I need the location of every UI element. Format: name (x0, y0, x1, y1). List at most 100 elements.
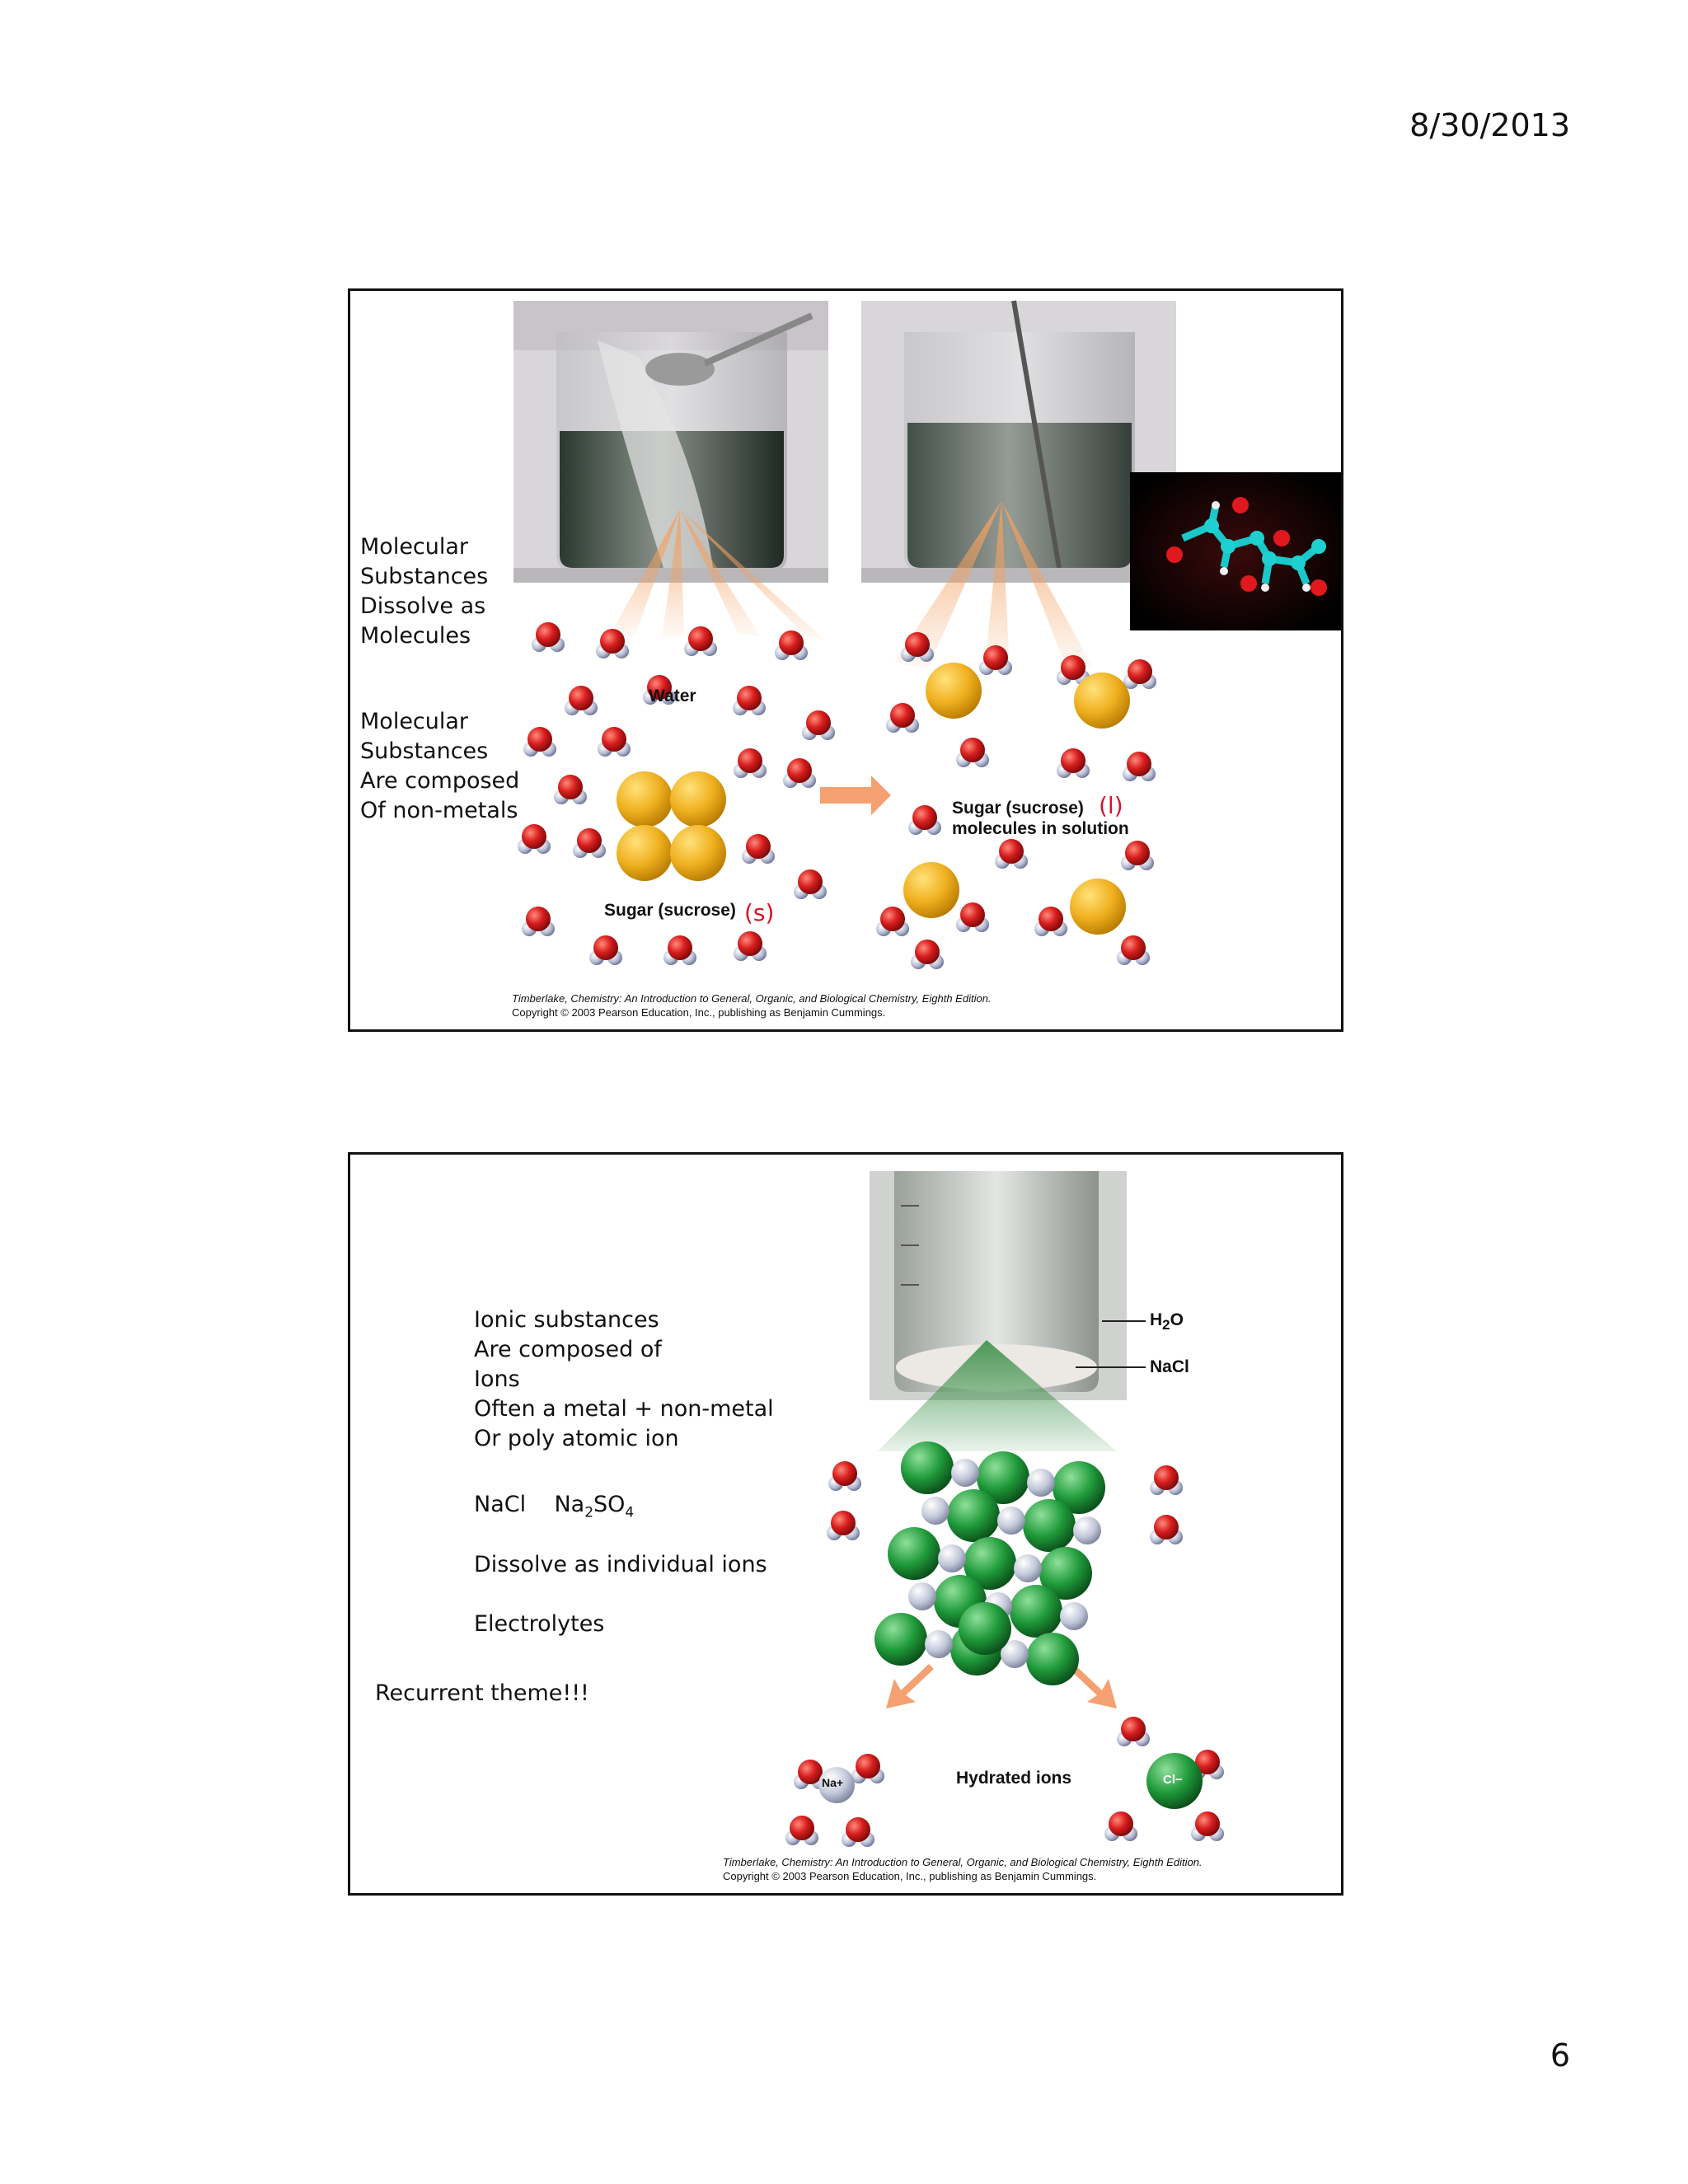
water-molecule (1150, 1515, 1183, 1544)
water-molecule (742, 834, 775, 864)
sodium-ion (908, 1582, 936, 1610)
water-molecule (775, 630, 808, 660)
water-molecule (532, 622, 565, 652)
chloride-ion (1039, 1547, 1092, 1600)
sucrose-ball-and-stick-model (1130, 472, 1341, 630)
slide-ionic-dissolving: Ionic substances Are composed of Ions Of… (348, 1152, 1343, 1896)
sugar-label: Sugar (sucrose) (604, 901, 736, 920)
water-molecules-slide2 (785, 1461, 1224, 1847)
beaker-photo-right (861, 300, 1176, 583)
sugar-molecule (1070, 879, 1126, 935)
water-molecule (1117, 1717, 1150, 1746)
sugar-molecule (903, 862, 959, 918)
water-molecule (886, 703, 919, 733)
chloride-ion (901, 1441, 954, 1494)
water-molecule (1150, 1465, 1183, 1495)
photo-callout-lines (1076, 1320, 1146, 1368)
sugar-molecule (670, 825, 726, 881)
dissociation-arrows (886, 1664, 1117, 1708)
water-molecule (1034, 907, 1067, 936)
water-molecule (518, 824, 551, 854)
sugar-molecule (617, 825, 673, 881)
water-molecule (573, 828, 606, 858)
sugar-molecule (670, 771, 726, 827)
water-molecule (802, 710, 835, 740)
water-molecule (733, 686, 766, 715)
sugar-molecules (617, 663, 1130, 935)
water-molecule (876, 907, 909, 936)
sodium-ion (1073, 1516, 1101, 1544)
water-molecule (523, 727, 556, 757)
water-molecule (1057, 655, 1090, 685)
chloride-ion (964, 1537, 1016, 1590)
page-date: 8/30/2013 (1409, 107, 1570, 143)
molecular-dissolve-text: Molecular Substances Dissolve as Molecul… (360, 534, 489, 649)
hydrated-ions-label: Hydrated ions (956, 1769, 1072, 1788)
recurrent-theme-text: Recurrent theme!!! (375, 1680, 589, 1706)
chloride-ion-label: Cl− (1163, 1773, 1183, 1787)
chloride-ion (947, 1489, 1000, 1542)
sodium-ion (921, 1497, 950, 1525)
water-molecule (1123, 659, 1156, 689)
water-molecule (956, 738, 989, 767)
water-molecule (901, 632, 934, 662)
chloride-ion (959, 1602, 1011, 1655)
water-molecule (734, 931, 767, 961)
chloride-ion (977, 1451, 1029, 1504)
ionic-description-text: Ionic substances Are composed of Ions Of… (474, 1307, 774, 1451)
water-molecule (1057, 748, 1090, 778)
water-molecules-slide1 (518, 622, 1156, 969)
sodium-ion (925, 1630, 953, 1658)
water-molecule (1121, 841, 1154, 870)
beaker-photo-left (513, 301, 828, 583)
water-molecule (785, 1816, 818, 1845)
molecular-composition-text: Molecular Substances Are composed Of non… (360, 709, 520, 823)
handwritten-solid-annotation: (s) (744, 899, 775, 926)
formula-sodium-sulfate: Na2SO4 (554, 1492, 635, 1521)
sodium-ion (1014, 1554, 1042, 1582)
nacl-crystal-lattice (874, 1441, 1105, 1685)
water-molecule (663, 935, 696, 965)
slide-molecular-dissolving: Molecular Substances Dissolve as Molecul… (348, 288, 1343, 1032)
sugar-molecule (1074, 673, 1130, 729)
sodium-ion (997, 1507, 1025, 1535)
formula-nacl: NaCl (474, 1492, 527, 1517)
figure-credit: Timberlake, Chemistry: An Introduction t… (723, 1856, 1203, 1882)
hydrated-chloride-ion (1146, 1753, 1203, 1809)
magnification-cones (612, 501, 1092, 670)
water-molecule (828, 1461, 861, 1491)
water-molecule (851, 1754, 884, 1783)
water-molecule (979, 645, 1012, 675)
water-molecule (589, 935, 622, 965)
chloride-ion (1010, 1585, 1062, 1638)
figure-credit: Timberlake, Chemistry: An Introduction t… (512, 992, 992, 1019)
sodium-ion (938, 1544, 966, 1572)
water-molecule (1117, 935, 1150, 965)
sodium-ion (951, 1459, 979, 1487)
water-molecule (783, 758, 816, 788)
water-molecule (827, 1511, 860, 1540)
solution-label-line2: molecules in solution (952, 819, 1129, 838)
process-arrow (820, 776, 891, 815)
chloride-ion (1053, 1461, 1105, 1514)
water-label: Water (649, 687, 696, 705)
dissolve-ions-text: Dissolve as individual ions (474, 1552, 767, 1577)
sugar-molecule (926, 663, 982, 719)
water-molecule (1104, 1811, 1137, 1841)
sodium-ion (1001, 1640, 1029, 1668)
water-molecule (956, 902, 989, 932)
sodium-ion-label: Na+ (822, 1776, 844, 1789)
water-molecule (684, 626, 717, 656)
page-number: 6 (1550, 2037, 1570, 2074)
solution-label-line1: Sugar (sucrose) (952, 799, 1084, 818)
h2o-label: H2O (1150, 1310, 1184, 1333)
electrolytes-text: Electrolytes (474, 1611, 605, 1637)
water-molecule (565, 686, 598, 715)
magnification-cone-nacl (878, 1340, 1117, 1451)
water-molecule (1123, 752, 1156, 781)
sugar-dissolving-illustration (513, 300, 1341, 969)
nacl-dissolving-illustration (785, 1171, 1224, 1847)
nacl-label: NaCl (1150, 1357, 1189, 1376)
water-molecule (908, 805, 941, 835)
chloride-ion (1023, 1499, 1076, 1552)
